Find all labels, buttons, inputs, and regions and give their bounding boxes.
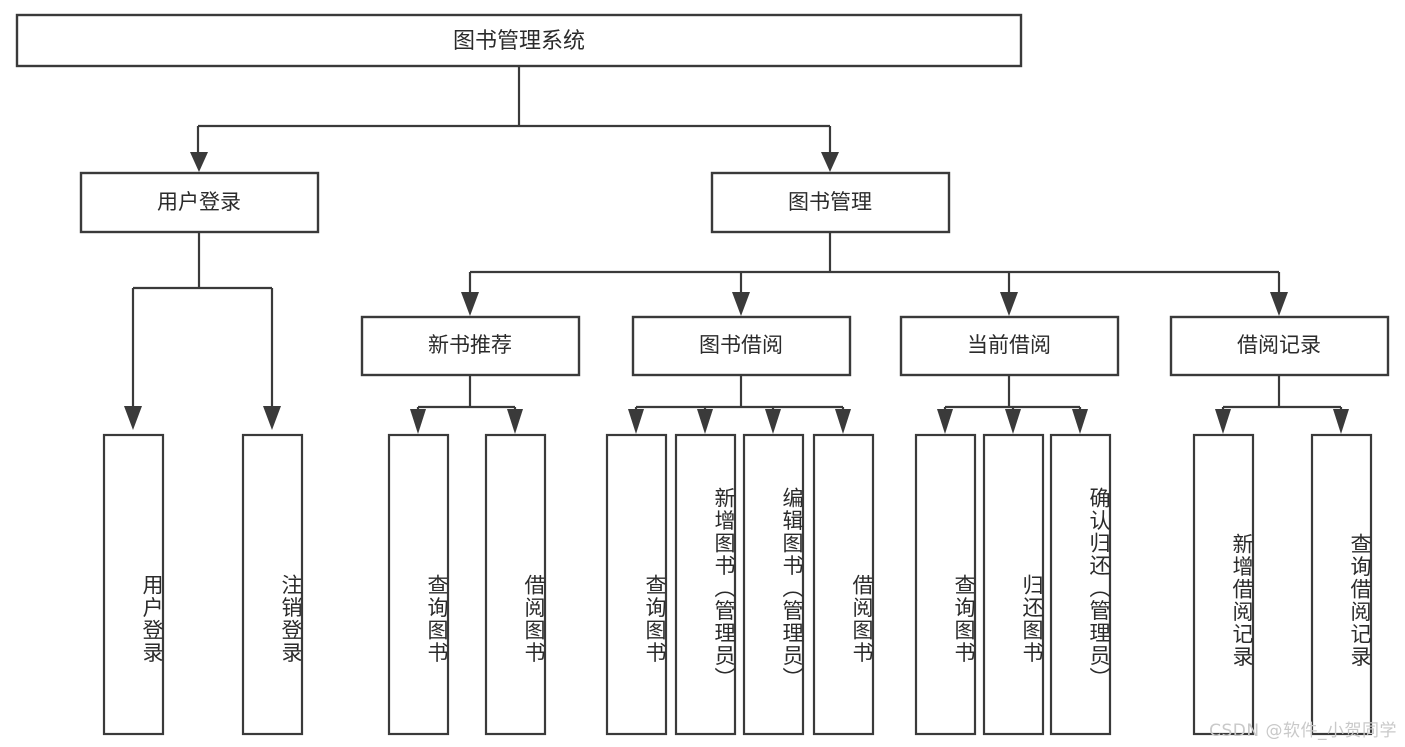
arrow-icon <box>835 409 851 434</box>
leaf-box-book-borrow-4[interactable] <box>812 433 875 736</box>
arrow-icon <box>410 409 426 434</box>
arrow-icon <box>1072 409 1088 434</box>
leaf-box-book-borrow-1[interactable] <box>605 433 668 736</box>
leaf-box-current-borrow-3[interactable] <box>1049 433 1112 736</box>
node-borrow-record-box <box>1169 315 1390 377</box>
arrow-icon <box>461 292 479 316</box>
leaf-boxes <box>102 433 1373 736</box>
node-root-box <box>15 13 1023 68</box>
node-user-login[interactable]: 用户登录 <box>79 171 320 234</box>
node-user-login-box <box>79 171 320 234</box>
leaf-box-current-borrow-1[interactable] <box>914 433 977 736</box>
arrow-icon <box>1215 409 1231 434</box>
node-book-borrow[interactable]: 图书借阅 <box>631 315 852 377</box>
node-root[interactable]: 图书管理系统 <box>15 13 1023 68</box>
arrow-icon <box>1270 292 1288 316</box>
arrow-icon <box>507 409 523 434</box>
arrow-icon <box>937 409 953 434</box>
node-book-manage[interactable]: 图书管理 <box>710 171 951 234</box>
arrow-icon <box>765 409 781 434</box>
node-root-label: 图书管理系统 <box>453 29 585 54</box>
node-current-borrow-label: 当前借阅 <box>967 333 1051 357</box>
arrow-icon <box>1005 409 1021 434</box>
leaf-box-user-login-1[interactable] <box>102 433 165 736</box>
csdn-watermark: CSDN @软件_小贺同学 <box>1209 721 1397 741</box>
node-new-book-recommend-box <box>360 315 581 377</box>
node-current-borrow-box <box>899 315 1120 377</box>
node-book-manage-box <box>710 171 951 234</box>
leaf-box-book-borrow-3[interactable] <box>742 433 805 736</box>
node-new-book-recommend-label: 新书推荐 <box>428 333 512 357</box>
node-book-borrow-box <box>631 315 852 377</box>
leaf-box-new-book-2[interactable] <box>484 433 547 736</box>
leaf-box-current-borrow-2[interactable] <box>982 433 1045 736</box>
arrow-icon <box>263 406 281 430</box>
arrow-icon <box>732 292 750 316</box>
node-current-borrow[interactable]: 当前借阅 <box>899 315 1120 377</box>
leaf-box-book-borrow-2[interactable] <box>674 433 737 736</box>
node-book-borrow-label: 图书借阅 <box>699 333 783 357</box>
arrow-icon <box>124 406 142 430</box>
node-book-manage-label: 图书管理 <box>788 190 872 214</box>
arrow-icon <box>628 409 644 434</box>
leaf-box-new-book-1[interactable] <box>387 433 450 736</box>
arrow-icon <box>190 152 208 172</box>
arrow-heads <box>124 152 1349 434</box>
node-new-book-recommend[interactable]: 新书推荐 <box>360 315 581 377</box>
arrow-icon <box>1000 292 1018 316</box>
node-borrow-record[interactable]: 借阅记录 <box>1169 315 1390 377</box>
node-user-login-label: 用户登录 <box>157 190 241 214</box>
node-borrow-record-label: 借阅记录 <box>1237 333 1321 357</box>
leaf-box-user-login-2[interactable] <box>241 433 304 736</box>
leaf-box-borrow-record-2[interactable] <box>1310 433 1373 736</box>
arrow-icon <box>821 152 839 172</box>
arrow-icon <box>1333 409 1349 434</box>
leaf-box-borrow-record-1[interactable] <box>1192 433 1255 736</box>
arrow-icon <box>697 409 713 434</box>
